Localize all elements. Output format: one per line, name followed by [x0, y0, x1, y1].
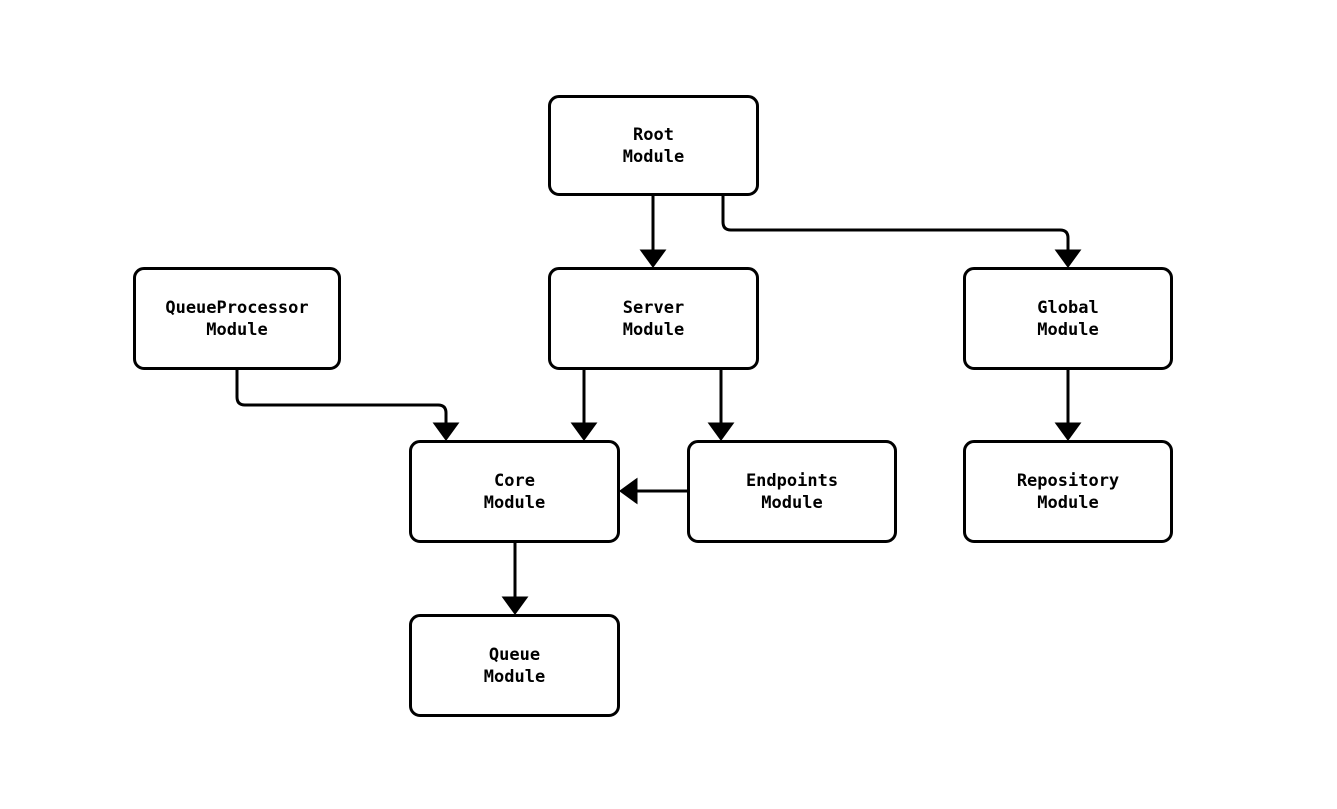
node-label-line2: Module	[622, 319, 685, 340]
node-label-line2: Module	[483, 492, 546, 513]
node-label-line1: Core	[494, 470, 535, 491]
node-label-line2: Module	[1037, 492, 1099, 513]
node-label-line1: Global	[1037, 297, 1099, 318]
edge-queueprocessor-core	[235, 370, 460, 441]
node-label-line2: Module	[622, 146, 685, 167]
node-label-line1: Queue	[488, 644, 541, 665]
node-label-line2: Module	[1037, 319, 1099, 340]
node-label-line1: QueueProcessor	[165, 297, 309, 318]
node-label-line1: Root	[633, 124, 674, 145]
edge-root-global	[721, 196, 1082, 268]
node-label-line1: Repository	[1016, 470, 1120, 491]
node-label-line2: Module	[206, 319, 268, 340]
node-label-line1: Endpoints	[745, 470, 839, 491]
node-label-line2: Module	[483, 666, 546, 687]
node-label-line1: Server	[622, 297, 685, 318]
node-label-line2: Module	[761, 492, 823, 513]
